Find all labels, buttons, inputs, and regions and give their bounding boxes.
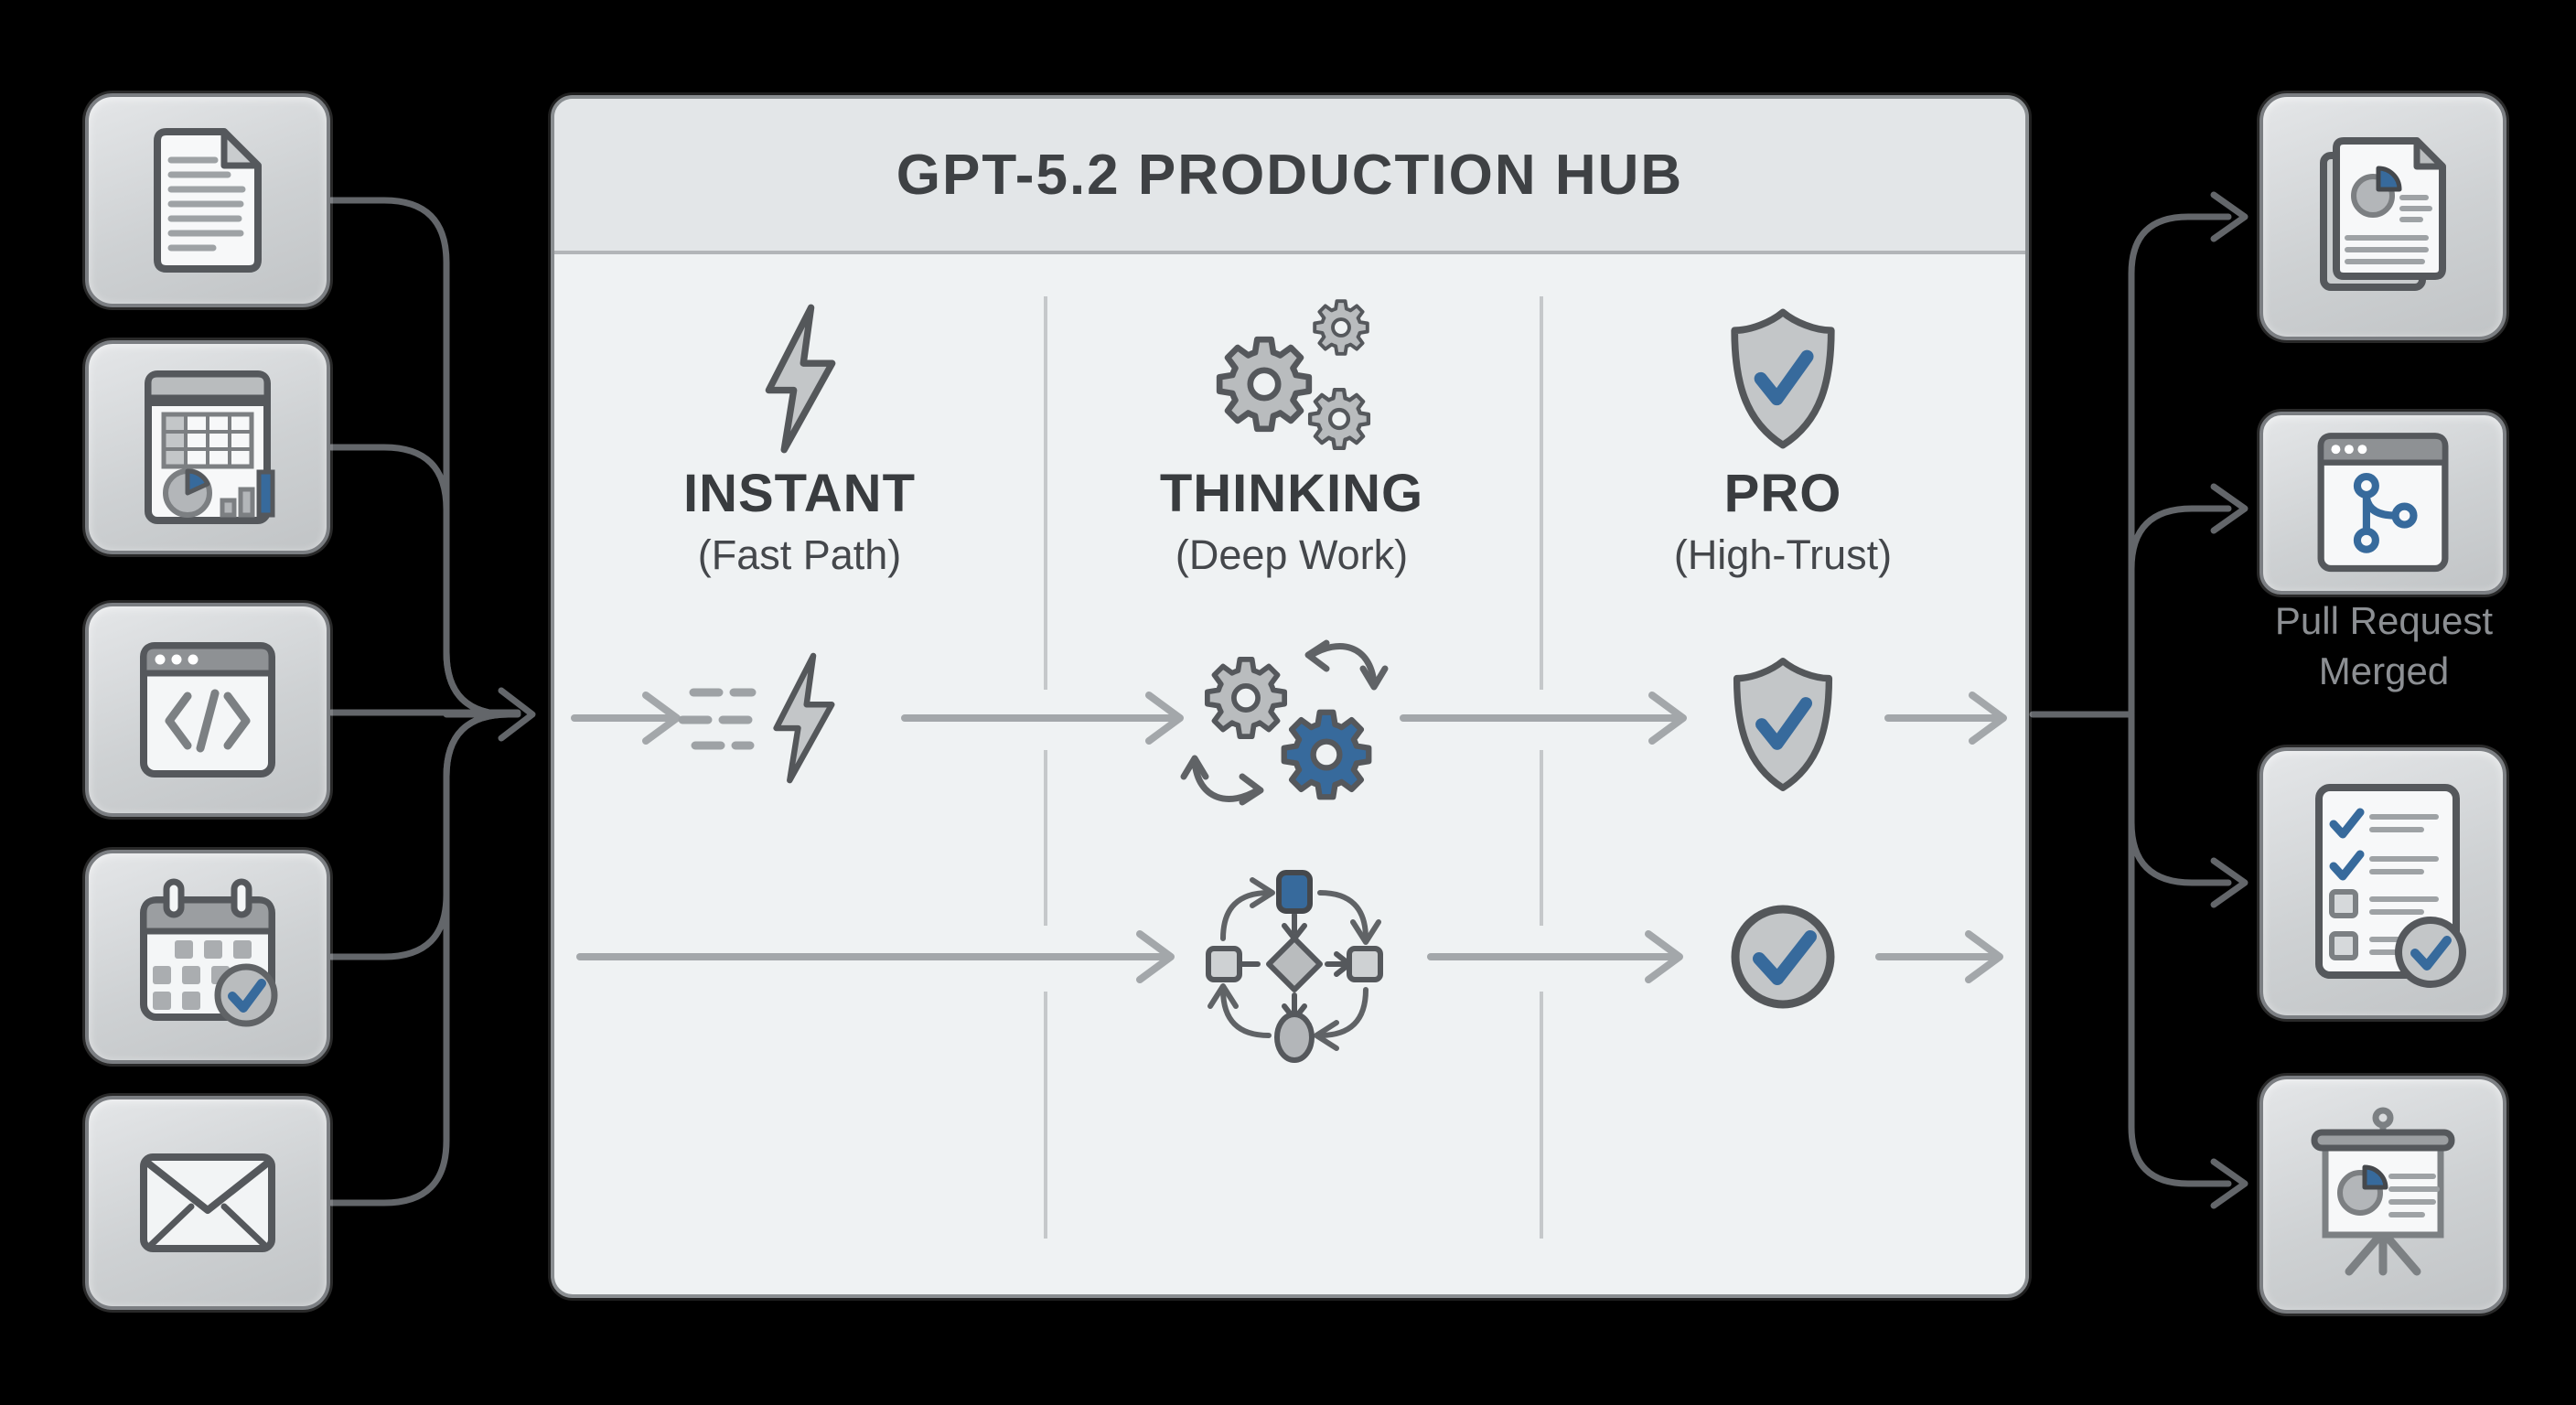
check-circle-icon [1731, 905, 1835, 1009]
column-dividers [1044, 296, 1543, 1239]
output-tile-pull-request [2259, 412, 2506, 595]
hub-panel: GPT-5.2 PRODUCTION HUB [551, 95, 2029, 1298]
stage-label: THINKING [1159, 464, 1424, 523]
shield-check-icon [1734, 312, 1831, 445]
input-tile-calendar [85, 850, 330, 1064]
input-tile-email [85, 1096, 330, 1310]
panel-title: GPT-5.2 PRODUCTION HUB [896, 143, 1684, 207]
report-pages-icon [2320, 137, 2446, 291]
stage-header-thinking: THINKING (Deep Work) [1054, 463, 1530, 579]
lightning-icon [768, 307, 832, 449]
checklist-icon [2315, 784, 2466, 988]
code-window-icon [140, 642, 275, 778]
row2-arrows [576, 930, 2003, 983]
stage-sublabel: (Fast Path) [697, 531, 902, 578]
flowchart-icon [1206, 870, 1383, 1063]
pull-request-merged-label: Pull Request Merged [2274, 599, 2494, 692]
input-tile-spreadsheet [85, 340, 330, 554]
panel-header: GPT-5.2 PRODUCTION HUB [554, 99, 2025, 254]
fast-lightning-icon [678, 656, 832, 780]
presentation-board-icon [2311, 1107, 2455, 1276]
output-tile-checklist [2259, 747, 2506, 1019]
output-tile-report [2259, 93, 2506, 340]
stage-label: INSTANT [682, 464, 916, 523]
pipeline-graphics [571, 296, 2007, 1239]
gear-sync-icon [1180, 639, 1389, 806]
calendar-check-icon [140, 878, 278, 1027]
envelope-icon [140, 1153, 275, 1252]
gears-icon [1219, 299, 1368, 448]
stage-header-pro: PRO (High-Trust) [1545, 463, 2021, 579]
git-merge-window-icon [2317, 433, 2449, 573]
input-bus-lines [327, 197, 536, 1207]
merge-arrowhead [498, 687, 536, 742]
spreadsheet-chart-icon [145, 370, 275, 524]
stage-sublabel: (Deep Work) [1175, 531, 1409, 578]
input-tile-code [85, 603, 330, 817]
input-tile-document [85, 93, 330, 307]
stage-label: PRO [1723, 464, 1842, 523]
output-tile-presentation [2259, 1076, 2506, 1314]
output-bus-lines [2029, 191, 2249, 1209]
row1-arrows [571, 692, 2007, 745]
document-icon [154, 128, 262, 273]
shield-check-row-icon [1737, 661, 1830, 788]
stage-sublabel: (High-Trust) [1673, 531, 1893, 578]
stage-header-instant: INSTANT (Fast Path) [562, 463, 1037, 579]
